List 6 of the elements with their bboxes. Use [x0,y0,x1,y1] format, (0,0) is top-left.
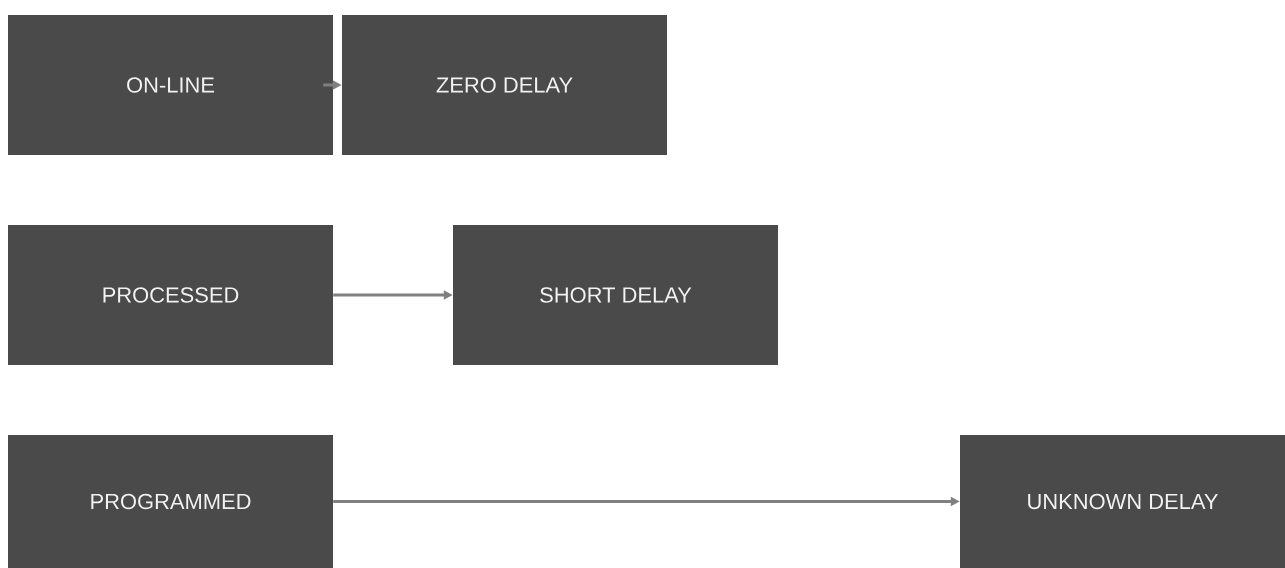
process-box: UNKNOWN DELAY [960,435,1285,568]
process-box: PROCESSED [8,225,333,365]
process-box: ZERO DELAY [342,15,667,155]
process-box: SHORT DELAY [453,225,778,365]
process-box: ON-LINE [8,15,333,155]
process-box: PROGRAMMED [8,435,333,568]
